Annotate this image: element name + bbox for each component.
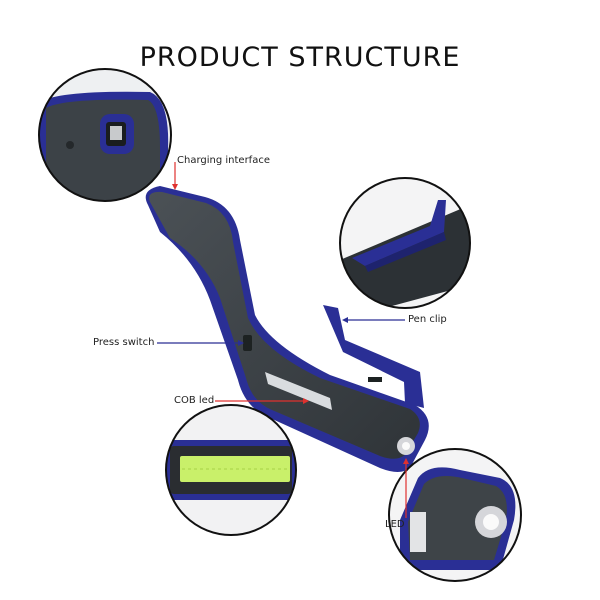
flashlight-body [145, 186, 429, 472]
cob-led-strip [180, 456, 290, 482]
label-charging-interface: Charging interface [177, 155, 270, 166]
body-top-gray [149, 191, 420, 459]
label-led: LED [385, 519, 405, 530]
label-cob-led: COB led [174, 395, 215, 406]
label-press-switch: Press switch [93, 337, 155, 348]
press-switch [243, 335, 252, 351]
callout-lines [157, 162, 409, 518]
page-title: PRODUCT STRUCTURE [139, 42, 461, 73]
charging-closeup [38, 68, 172, 202]
cob-led-closeup [165, 404, 297, 536]
label-pen-clip: Pen clip [408, 314, 447, 325]
pen-clip [323, 305, 424, 408]
led-closeup [388, 448, 522, 582]
cob-strip [265, 372, 332, 410]
pen-clip-closeup [339, 177, 471, 309]
